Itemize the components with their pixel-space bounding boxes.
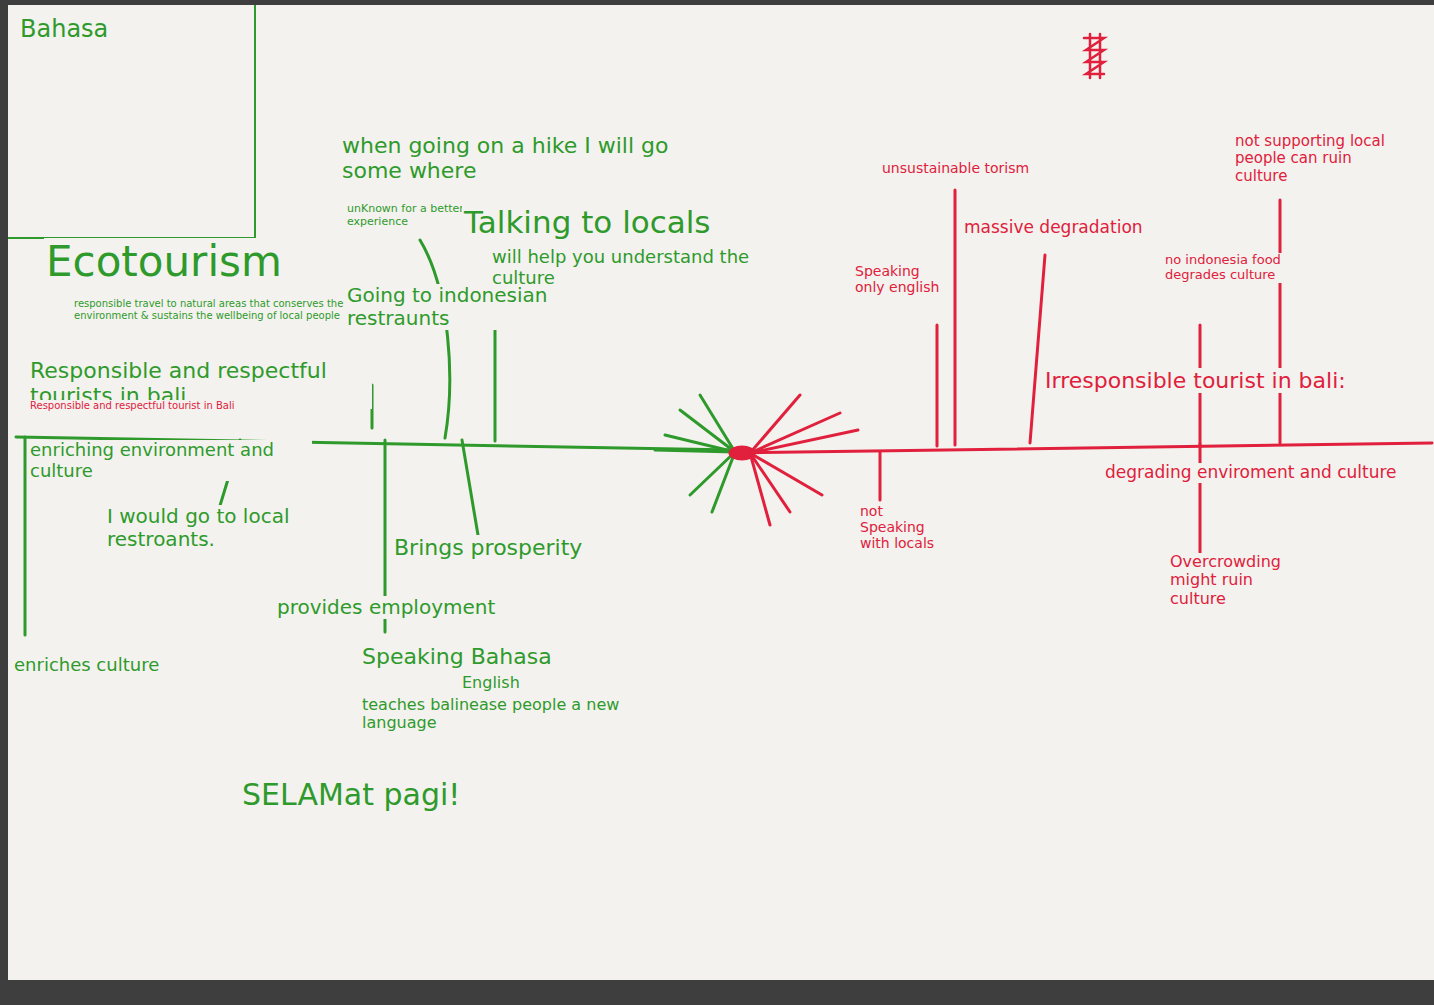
handwritten-note: Speaking Bahasa bbox=[360, 644, 554, 669]
handwritten-note: degrading enviroment and culture bbox=[1103, 463, 1399, 483]
handwritten-note: English bbox=[460, 674, 522, 692]
handwritten-note: responsible travel to natural areas that… bbox=[72, 298, 346, 321]
handwritten-note: I would go to local restroants. bbox=[105, 505, 369, 551]
handwritten-note: enriching environment and culture bbox=[28, 440, 312, 481]
handwritten-note: massive degradation bbox=[962, 218, 1145, 238]
handwritten-note: Speaking only english bbox=[853, 263, 952, 295]
handwritten-note: not supporting local people can ruin cul… bbox=[1233, 133, 1387, 185]
handwritten-note: unsustainable torism bbox=[880, 160, 1031, 176]
note-box: Bahasa bbox=[8, 5, 256, 239]
handwritten-note: Ecotourism bbox=[44, 238, 284, 286]
handwritten-note: SELAMat pagi! bbox=[240, 778, 462, 813]
handwritten-note: no indonesia food degrades culture bbox=[1163, 253, 1287, 283]
handwritten-note: Irresponsible tourist in bali: bbox=[1043, 368, 1348, 393]
handwritten-note: Talking to locals bbox=[462, 205, 713, 241]
handwritten-note: Going to indonesian restraunts bbox=[345, 284, 599, 330]
handwritten-note: Brings prosperity bbox=[392, 535, 584, 560]
handwritten-note: will help you understand the culture bbox=[490, 247, 774, 288]
handwritten-note: provides employment bbox=[275, 596, 497, 619]
handwritten-note: enriches culture bbox=[12, 655, 161, 676]
handwritten-note: unKnown for a better experience bbox=[345, 203, 467, 228]
handwritten-note: teaches balinease people a new language bbox=[360, 696, 624, 733]
box-heading: Bahasa bbox=[8, 5, 120, 53]
handwritten-note: not Speaking with locals bbox=[858, 503, 942, 551]
handwritten-note: when going on a hike I will go some wher… bbox=[340, 133, 714, 184]
handwritten-note: Overcrowding might ruin culture bbox=[1168, 553, 1302, 608]
handwritten-note: Responsible and respectful tourist in Ba… bbox=[28, 400, 237, 412]
